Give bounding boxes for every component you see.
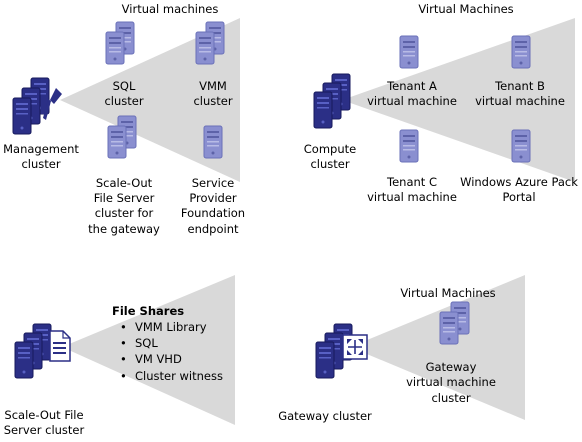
spf-endpoint-icon [203,125,223,159]
svg-text:•: • [120,352,127,366]
svg-text:Provider: Provider [189,191,237,205]
mgmt-cluster-label: Management cluster [3,142,79,171]
tenant-c-vm-icon [399,129,419,163]
file-shares-title: File Shares [112,304,184,318]
wap-portal-vm-icon [511,129,531,163]
svg-text:VMM Library: VMM Library [135,320,207,334]
svg-text:cluster for: cluster for [95,206,154,220]
tenant-a-vm-icon [399,35,419,69]
svg-text:Scale-Out: Scale-Out [96,176,153,190]
svg-text:virtual machine: virtual machine [367,190,457,204]
svg-text:cluster: cluster [193,94,232,108]
svg-text:Server cluster: Server cluster [4,423,85,437]
svg-text:Tenant A: Tenant A [386,79,437,93]
svg-text:Compute: Compute [304,142,356,156]
svg-text:cluster: cluster [104,94,143,108]
svg-text:cluster: cluster [21,157,60,171]
svg-text:endpoint: endpoint [188,222,239,236]
network-gateway-icon [342,334,368,360]
svg-text:•: • [120,336,127,350]
tenant-b-label: Tenant B virtual machine [475,79,565,108]
q1-header: Virtual machines [122,2,219,16]
svg-text:•: • [120,320,127,334]
svg-text:Management: Management [3,142,79,156]
q2-header: Virtual Machines [418,2,513,16]
tenant-b-vm-icon [511,35,531,69]
wrench-icon [41,88,62,120]
sofs-gateway-label: Scale-Out File Server cluster for the ga… [88,176,160,236]
svg-text:SQL: SQL [135,336,158,350]
svg-text:Foundation: Foundation [181,206,245,220]
document-icon [49,330,71,362]
tenant-a-label: Tenant A virtual machine [367,79,457,108]
gateway-cone [350,275,525,420]
svg-text:VMM: VMM [199,79,227,93]
management-cone [60,18,240,182]
q4-header: Virtual Machines [400,286,495,300]
svg-text:virtual machine: virtual machine [406,375,496,389]
compute-cluster-label: Compute cluster [304,142,356,171]
svg-text:File Server: File Server [94,191,155,205]
svg-text:Tenant C: Tenant C [386,175,437,189]
sofs-cone [62,275,235,425]
svg-text:Cluster witness: Cluster witness [135,369,223,383]
svg-text:cluster: cluster [310,157,349,171]
svg-text:Gateway: Gateway [426,360,477,374]
svg-text:SQL: SQL [113,79,136,93]
svg-text:the gateway: the gateway [88,222,160,236]
svg-text:Scale-Out File: Scale-Out File [4,408,83,422]
sofs-cluster-label: Scale-Out File Server cluster [4,408,85,437]
compute-host-server-icon [313,73,351,129]
svg-text:Service: Service [192,176,235,190]
svg-text:virtual machine: virtual machine [367,94,457,108]
svg-text:Tenant B: Tenant B [494,79,545,93]
svg-text:VM VHD: VM VHD [135,352,182,366]
file-shares-list: File Shares • VMM Library • SQL • VM VHD… [112,304,223,383]
sql-cluster-label: SQL cluster [104,79,143,108]
spf-endpoint-label: Service Provider Foundation endpoint [181,176,245,236]
svg-text:Windows Azure Pack: Windows Azure Pack [460,175,578,189]
tenant-c-label: Tenant C virtual machine [367,175,457,204]
vmm-cluster-label: VMM cluster [193,79,232,108]
svg-text:cluster: cluster [431,391,470,405]
wap-portal-label: Windows Azure Pack Portal [460,175,578,204]
svg-text:•: • [120,369,127,383]
svg-text:Portal: Portal [502,190,535,204]
sofs-host-server-icon [14,323,52,379]
sql-cluster-icon [105,21,135,65]
gateway-vm-cluster-label: Gateway virtual machine cluster [406,360,496,405]
gateway-cluster-label: Gateway cluster [278,409,372,423]
svg-text:virtual machine: virtual machine [475,94,565,108]
